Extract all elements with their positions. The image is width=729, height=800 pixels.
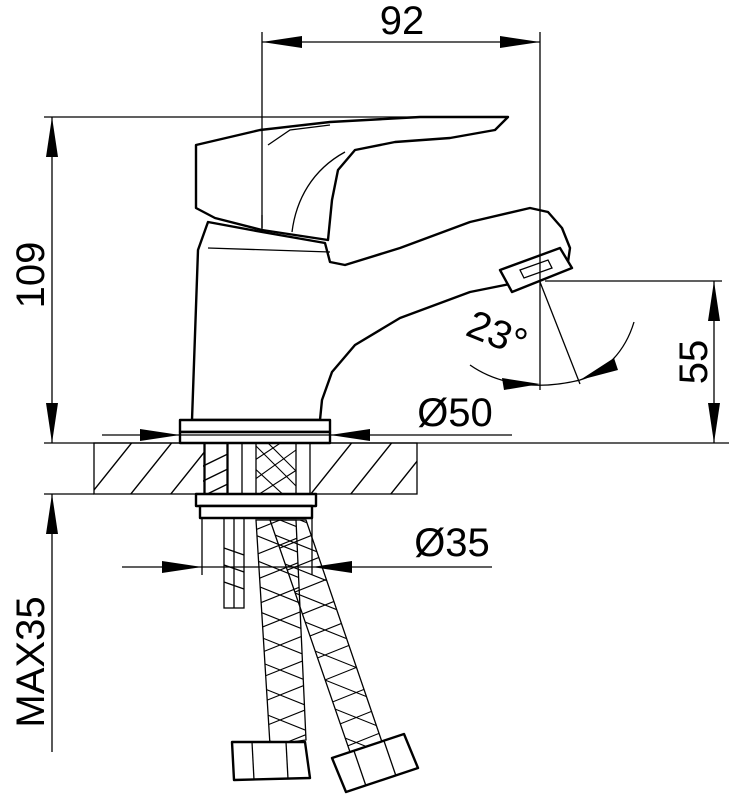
aerator-slot: [519, 259, 553, 279]
label-thread-diameter: Ø35: [414, 521, 490, 565]
fixing-nut: [194, 492, 318, 508]
spout-top-contour: [207, 247, 331, 253]
countertop-section: [44, 442, 729, 495]
mounting-bolts: [194, 442, 318, 609]
dimension-total-height: 109: [9, 116, 505, 443]
dimension-spout-height: 55: [545, 280, 722, 443]
label-total-height: 109: [9, 242, 53, 309]
faucet-spout-body: [190, 206, 572, 422]
label-spout-height: 55: [672, 340, 716, 385]
dimension-spout-reach: 92: [261, 0, 541, 390]
faucet-body: [178, 115, 574, 445]
label-spout-angle: 23°: [461, 302, 534, 365]
lever-curve: [291, 151, 346, 233]
fixing-washer: [198, 504, 314, 520]
base-flange: [178, 418, 332, 434]
dimension-max-counter-thickness: MAX35: [9, 494, 58, 752]
dimension-spout-angle: 23°: [461, 281, 635, 390]
label-base-diameter: Ø50: [417, 391, 493, 435]
hose-nut-right: [330, 732, 420, 794]
label-max-counter-thickness: MAX35: [9, 596, 53, 727]
dimension-thread-diameter: Ø35: [122, 518, 492, 575]
label-spout-reach: 92: [380, 0, 425, 43]
hose-nut-left: [230, 740, 312, 782]
faucet-lever-handle: [194, 115, 510, 242]
base-plate: [178, 430, 332, 445]
dimension-base-diameter: Ø50: [102, 391, 512, 441]
flexible-hoses: [230, 519, 420, 794]
